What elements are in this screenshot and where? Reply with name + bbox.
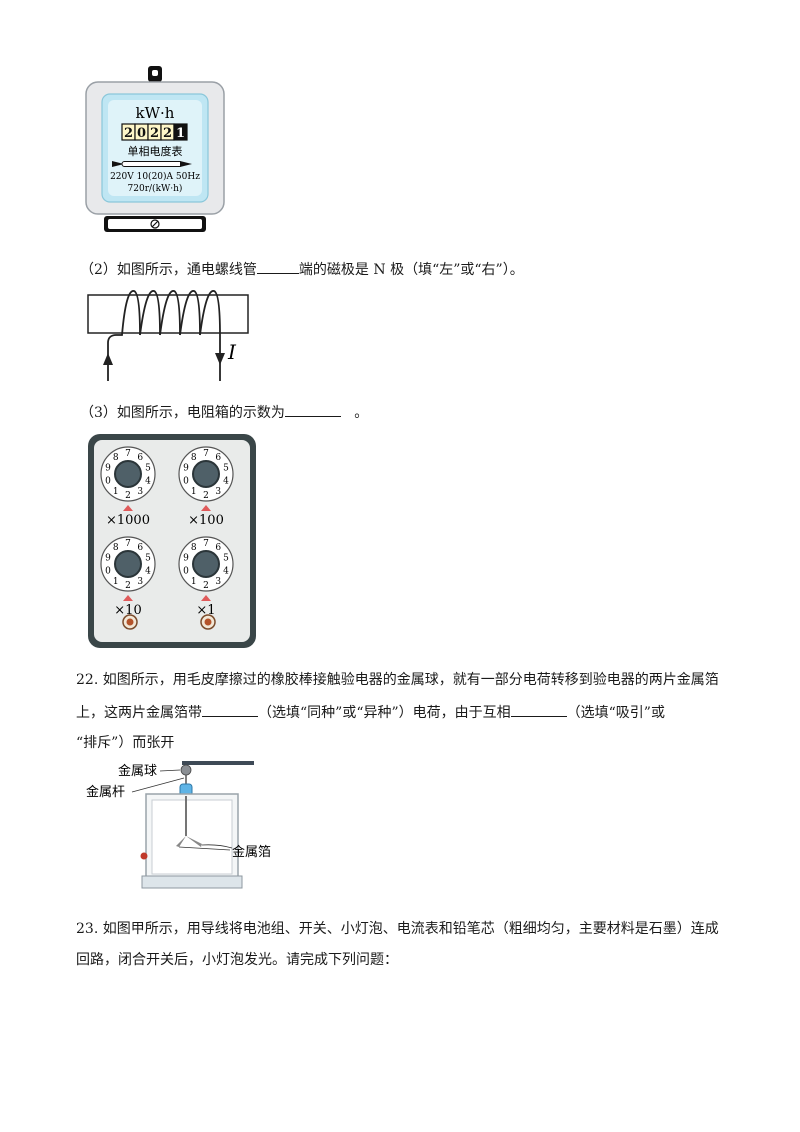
question-2-suffix: 端的磁极是 N 极（填“左”或“右”）。 bbox=[298, 262, 524, 278]
dial-digit: 7 bbox=[125, 539, 131, 549]
dial-digit: 4 bbox=[145, 567, 151, 577]
dial-digit: 5 bbox=[223, 554, 229, 564]
dial-digit: 4 bbox=[145, 477, 151, 487]
dial-digit: 6 bbox=[137, 543, 143, 553]
question-22-part-a: 上，这两片金属箔带 bbox=[76, 705, 202, 721]
dial-digit: 3 bbox=[215, 577, 221, 587]
question-23-line-1: 23. 如图甲所示，用导线将电池组、开关、小灯泡、电流表和铅笔芯（粗细均匀，主要… bbox=[76, 921, 719, 937]
dial-digit: 9 bbox=[183, 554, 189, 564]
dial-digit: 7 bbox=[203, 539, 209, 549]
dial-digit: 8 bbox=[113, 453, 119, 463]
dial-digit: 6 bbox=[215, 453, 221, 463]
dial-digit: 1 bbox=[113, 577, 119, 587]
dial-digit: 9 bbox=[105, 464, 111, 474]
dial-multiplier-label: ×1 bbox=[196, 603, 215, 618]
answer-blank[interactable] bbox=[256, 259, 299, 274]
meter-unit-text: kW·h bbox=[136, 104, 175, 122]
answer-blank[interactable] bbox=[284, 402, 341, 417]
dial-digit: 9 bbox=[105, 554, 111, 564]
dial-digit: 5 bbox=[145, 464, 151, 474]
question-22-line-2: 上，这两片金属箔带 （选填“同种”或“异种”）电荷，由于互相 （选填“吸引”或 bbox=[76, 702, 665, 723]
label-metal-ball: 金属球 bbox=[118, 763, 157, 779]
dial-digit: 8 bbox=[113, 543, 119, 553]
terminal-right bbox=[200, 614, 216, 630]
meter-digit: 2 bbox=[124, 126, 133, 141]
dial-digit: 1 bbox=[191, 487, 197, 497]
dial-digit: 3 bbox=[137, 487, 143, 497]
electroscope-figure: 金属球 金属杆 金属箔 bbox=[80, 756, 300, 892]
dial-digit: 0 bbox=[183, 477, 189, 487]
dial-digit: 5 bbox=[223, 464, 229, 474]
dial-digit: 7 bbox=[125, 449, 131, 459]
question-3-text: （3）如图所示，电阻箱的示数为 。 bbox=[80, 402, 368, 423]
dial-digit: 4 bbox=[223, 477, 229, 487]
question-2-text: （2）如图所示，通电螺线管 端的磁极是 N 极（填“左”或“右”）。 bbox=[80, 259, 524, 280]
solenoid-figure: I bbox=[82, 285, 262, 385]
dial-digit: 0 bbox=[105, 567, 111, 577]
meter-digit: 2 bbox=[163, 126, 172, 141]
dial-digit: 7 bbox=[203, 449, 209, 459]
terminal-left bbox=[122, 614, 138, 630]
dial-digit: 3 bbox=[215, 487, 221, 497]
dial-digit: 0 bbox=[105, 477, 111, 487]
dial-digit: 6 bbox=[215, 543, 221, 553]
question-2-prefix: （2）如图所示，通电螺线管 bbox=[80, 262, 257, 278]
meter-digit: 0 bbox=[137, 126, 146, 141]
meter-digit-boxes: 2 0 2 2 1 bbox=[121, 123, 188, 141]
dial-digit: 1 bbox=[113, 487, 119, 497]
question-22-line-1: 22. 如图所示，用毛皮摩擦过的橡胶棒接触验电器的金属球，就有一部分电荷转移到验… bbox=[76, 672, 719, 688]
dial-pointer bbox=[201, 505, 211, 511]
meter-digit: 1 bbox=[176, 126, 185, 141]
dial-pointer bbox=[123, 505, 133, 511]
dial-digit: 8 bbox=[191, 453, 197, 463]
dial-digit: 6 bbox=[137, 453, 143, 463]
dial-pointer bbox=[201, 595, 211, 601]
question-22-part-c: （选填“吸引”或 bbox=[566, 705, 665, 721]
question-23-line-2: 回路，闭合开关后，小灯泡发光。请完成下列问题： bbox=[76, 952, 398, 968]
dial-digit: 9 bbox=[183, 464, 189, 474]
dial-pointer bbox=[123, 595, 133, 601]
label-metal-foil: 金属箔 bbox=[232, 844, 271, 860]
question-3-prefix: （3）如图所示，电阻箱的示数为 bbox=[80, 405, 285, 421]
dial-digit: 1 bbox=[191, 577, 197, 587]
current-arrow-down bbox=[215, 353, 225, 365]
dial-multiplier-label: ×100 bbox=[188, 513, 224, 528]
meter-disc-arrow bbox=[112, 161, 192, 167]
dial-digit: 2 bbox=[203, 491, 209, 501]
dial-digit: 8 bbox=[191, 543, 197, 553]
answer-blank[interactable] bbox=[202, 702, 258, 717]
dial-digit: 5 bbox=[145, 554, 151, 564]
meter-spec-text: 220V 10(20)A 50Hz bbox=[110, 171, 200, 182]
current-arrow-up bbox=[103, 353, 113, 365]
current-label: I bbox=[227, 340, 237, 364]
dial-digit: 3 bbox=[137, 577, 143, 587]
meter-spec-text: 720r/(kW·h) bbox=[128, 183, 183, 194]
question-3-suffix: 。 bbox=[354, 405, 369, 421]
answer-blank[interactable] bbox=[510, 702, 567, 717]
dial-digit: 4 bbox=[223, 567, 229, 577]
dial-digit: 2 bbox=[203, 581, 209, 591]
dial-multiplier-label: ×10 bbox=[114, 603, 141, 618]
dial-digit: 0 bbox=[183, 567, 189, 577]
dial-digit: 2 bbox=[125, 491, 131, 501]
meter-digit: 2 bbox=[150, 126, 159, 141]
meter-name-text: 单相电度表 bbox=[128, 144, 183, 158]
question-22-line-3: “排斥”）而张开 bbox=[76, 735, 175, 751]
dial-multiplier-label: ×1000 bbox=[106, 513, 150, 528]
label-metal-rod: 金属杆 bbox=[86, 784, 125, 800]
dial-digit: 2 bbox=[125, 581, 131, 591]
electric-meter-figure: kW·h 2 0 2 2 1 单相电度表 220V 10(20)A 50Hz 7… bbox=[80, 60, 230, 240]
question-22-part-b: （选填“同种”或“异种”）电荷，由于互相 bbox=[258, 705, 511, 721]
